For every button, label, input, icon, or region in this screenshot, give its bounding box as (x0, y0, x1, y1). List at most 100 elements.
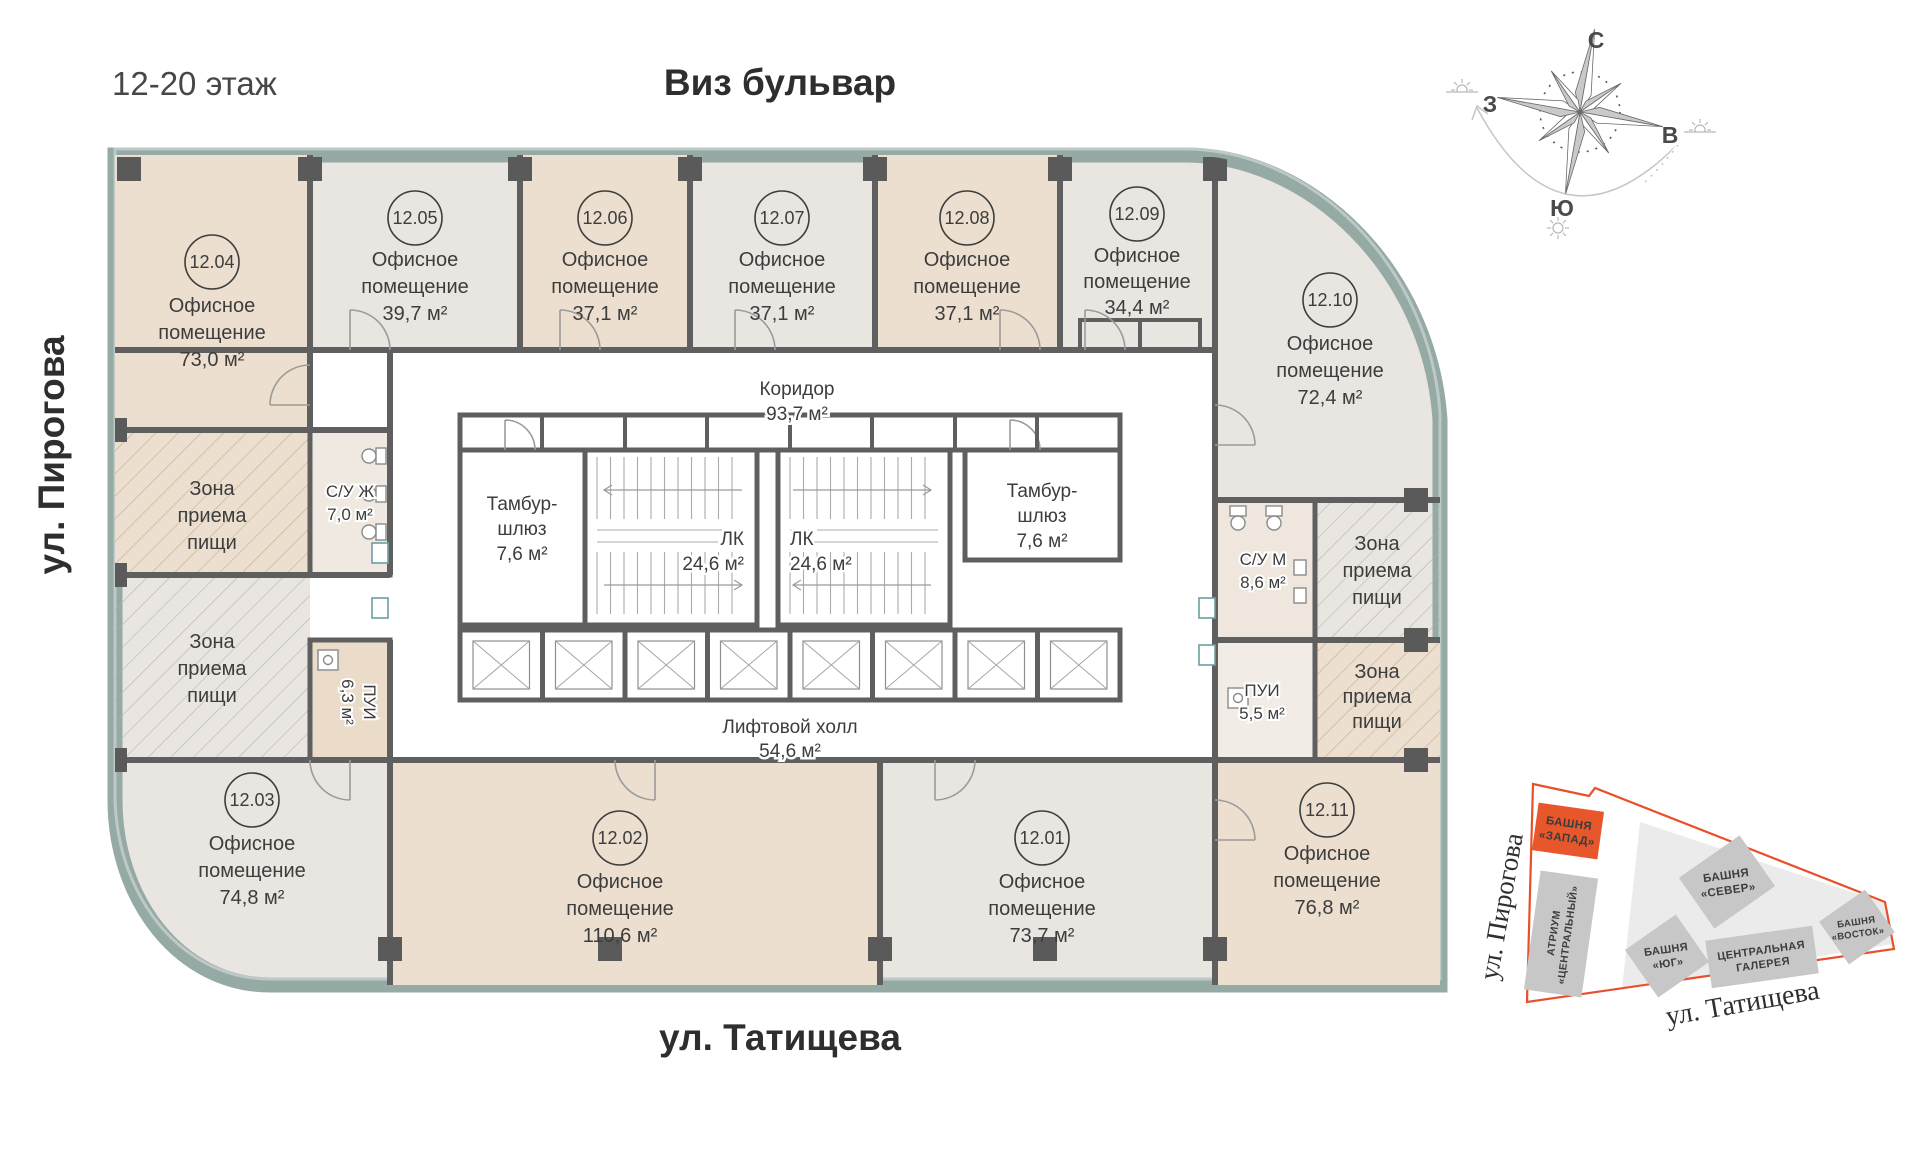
svg-text:110,6 м²: 110,6 м² (583, 925, 658, 947)
svg-text:приема: приема (1342, 686, 1412, 708)
svg-text:76,8 м²: 76,8 м² (1295, 897, 1360, 919)
minimap-atrium-central: АТРИУМ «ЦЕНТРАЛЬНЫЙ» (1523, 870, 1599, 998)
svg-text:помещение: помещение (728, 276, 836, 298)
tambour-right-l1: Тамбур- (1007, 481, 1078, 502)
svg-text:пищи: пищи (187, 685, 237, 707)
svg-text:12.03: 12.03 (229, 790, 274, 810)
svg-text:Офисное: Офисное (562, 249, 648, 271)
street-label-left: ул. Пирогова (31, 335, 72, 574)
minimap-tower-south: БАШНЯ «ЮГ» (1624, 914, 1710, 998)
sink-icon (317, 649, 339, 671)
lift-hall-label: Лифтовой холл (722, 717, 857, 738)
tambour-left-l2: шлюз (497, 519, 546, 540)
minimap-tower-west: БАШНЯ «ЗАПАД» (1531, 802, 1605, 860)
closet-row (540, 415, 1039, 450)
wall-fixture (371, 542, 389, 564)
stair-right-label: ЛК (790, 529, 814, 550)
svg-text:Офисное: Офисное (999, 871, 1085, 893)
svg-text:Офисное: Офисное (577, 871, 663, 893)
svg-text:помещение: помещение (988, 898, 1096, 920)
core-labels: Коридор 93,7 м² Тамбур- шлюз 7,6 м² Тамб… (177, 377, 1412, 765)
urinal-icon (1293, 587, 1307, 604)
room-label-12-02: 12.02 Офисное помещение 110,6 м² (566, 810, 674, 947)
doors (269, 309, 1256, 841)
pui-right-label: ПУИ (1244, 681, 1279, 700)
svg-text:помещение: помещение (1276, 360, 1384, 382)
svg-text:74,8 м²: 74,8 м² (220, 887, 285, 909)
minimap-central-gallery: ЦЕНТРАЛЬНАЯ ГАЛЕРЕЯ (1705, 925, 1819, 989)
svg-text:Офисное: Офисное (924, 249, 1010, 271)
toilet-icon (361, 447, 387, 465)
svg-text:12.07: 12.07 (759, 208, 804, 228)
sunrise-icon (1684, 119, 1716, 146)
room-label-12-01: 12.01 Офисное помещение 73,7 м² (988, 810, 1096, 947)
food-zone-label-lower-right: Зона приема пищи (1342, 661, 1412, 733)
wc-women-label: С/У Ж (326, 482, 375, 501)
food-zone-label-lower-left: Зона приема пищи (177, 631, 247, 707)
elevator-shafts (472, 630, 1108, 700)
room-label-12-03: 12.03 Офисное помещение 74,8 м² (198, 772, 306, 909)
svg-text:помещение: помещение (1083, 271, 1191, 293)
sanitary-fixtures (317, 447, 1307, 709)
compass-west: З (1483, 91, 1497, 117)
room-label-12-08: 12.08 Офисное помещение 37,1 м² (913, 190, 1021, 325)
svg-text:пищи: пищи (1352, 711, 1402, 733)
tambour-right-area: 7,6 м² (1016, 531, 1067, 552)
wall-fixture (1198, 597, 1216, 619)
svg-text:73,7 м²: 73,7 м² (1010, 925, 1075, 947)
compass-north: С (1588, 27, 1605, 53)
room-label-12-11: 12.11 Офисное помещение 76,8 м² (1273, 782, 1381, 919)
svg-text:Офисное: Офисное (1284, 843, 1370, 865)
toilet-icon (361, 523, 387, 541)
svg-text:34,4 м²: 34,4 м² (1105, 297, 1170, 319)
food-zone-lower-right (1315, 640, 1440, 760)
stair-left-area: 24,6 м² (682, 554, 744, 575)
svg-text:12.09: 12.09 (1114, 204, 1159, 224)
toilet-icon (1265, 505, 1283, 531)
corridor-label: Коридор (759, 379, 834, 400)
svg-text:Офисное: Офисное (739, 249, 825, 271)
sink-icon (1227, 687, 1249, 709)
arrow-head (1471, 104, 1489, 121)
svg-text:12.08: 12.08 (944, 208, 989, 228)
street-label-top: Виз бульвар (664, 62, 896, 103)
sun-icon (1547, 217, 1569, 239)
svg-text:помещение: помещение (1273, 870, 1381, 892)
minimap-tower-east: БАШНЯ «ВОСТОК» (1819, 889, 1895, 965)
food-zone-label-upper-left: Зона приема пищи (177, 478, 247, 554)
toilet-icon (1229, 505, 1247, 531)
food-zone-lower-left (115, 575, 310, 760)
svg-text:ПУИ: ПУИ (360, 684, 379, 719)
svg-text:Зона: Зона (1354, 661, 1400, 683)
compass-east: В (1662, 122, 1679, 148)
svg-text:пищи: пищи (187, 532, 237, 554)
svg-text:Офисное: Офисное (169, 295, 255, 317)
location-minimap: БАШНЯ «ЗАПАД» АТРИУМ «ЦЕНТРАЛЬНЫЙ» БАШНЯ… (1473, 782, 1896, 1032)
room-label-12-10: 12.10 Офисное помещение 72,4 м² (1276, 272, 1384, 409)
wall-fixture (371, 597, 389, 619)
svg-text:12.10: 12.10 (1307, 290, 1352, 310)
stair-left-label: ЛК (720, 529, 744, 550)
svg-text:ул. Пирогова: ул. Пирогова (1473, 831, 1528, 982)
corridor-area: 93,7 м² (766, 404, 828, 425)
svg-text:Офисное: Офисное (1287, 333, 1373, 355)
room-label-12-05: 12.05 Офисное помещение 39,7 м² (361, 190, 469, 325)
svg-text:Офисное: Офисное (372, 249, 458, 271)
wc-men-area: 8,6 м² (1240, 573, 1286, 592)
svg-text:Офисное: Офисное (209, 833, 295, 855)
floor-range-title: 12-20 этаж (112, 65, 277, 102)
svg-text:37,1 м²: 37,1 м² (750, 303, 815, 325)
room-fills (115, 155, 1440, 985)
food-zone-label-upper-right: Зона приема пищи (1342, 533, 1412, 609)
svg-text:приема: приема (1342, 560, 1412, 582)
room-label-12-09: 12.09 Офисное помещение 34,4 м² (1083, 186, 1191, 319)
lift-hall-area: 54,6 м² (759, 741, 821, 762)
svg-text:12.05: 12.05 (392, 208, 437, 228)
svg-text:помещение: помещение (566, 898, 674, 920)
svg-text:37,1 м²: 37,1 м² (935, 303, 1000, 325)
svg-text:6,3 м²: 6,3 м² (338, 679, 357, 725)
svg-text:Зона: Зона (1354, 533, 1400, 555)
svg-text:12.02: 12.02 (597, 828, 642, 848)
svg-text:12.11: 12.11 (1305, 800, 1349, 820)
svg-text:БАШНЯ: БАШНЯ (1837, 914, 1877, 930)
